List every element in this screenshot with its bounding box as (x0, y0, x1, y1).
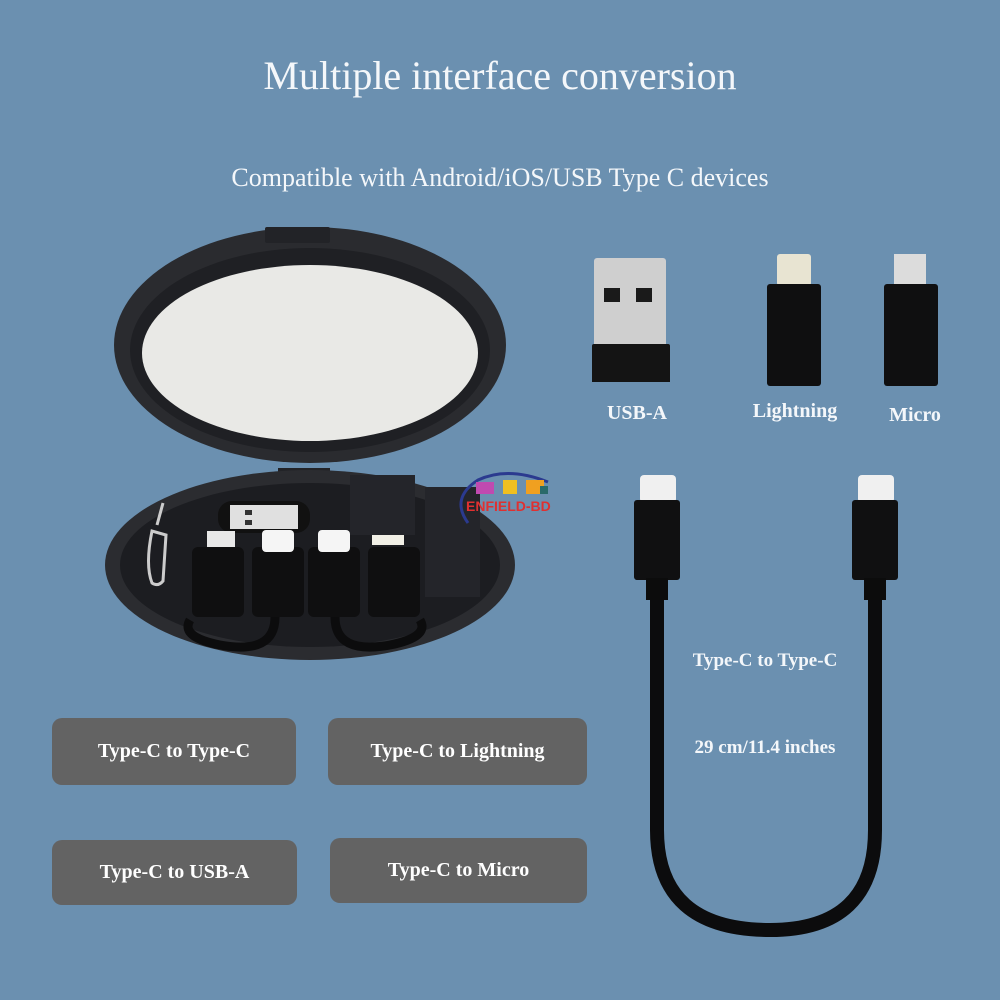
type-c-to-micro-button[interactable]: Type-C to Micro (330, 838, 587, 903)
watermark-text: ENFIELD-BD (466, 498, 551, 514)
adapter-case-image (105, 227, 515, 660)
cable-type-label: Type-C to Type-C (692, 650, 838, 671)
lightning-adapter-icon (767, 254, 821, 386)
usb-c-cable-icon (634, 475, 898, 938)
micro-usb-adapter-icon (884, 254, 938, 386)
adapter-label-lightning: Lightning (752, 400, 838, 422)
adapter-label-micro: Micro (889, 404, 941, 426)
store-logo-icon (459, 471, 549, 524)
type-c-to-type-c-button[interactable]: Type-C to Type-C (52, 718, 296, 785)
watermark-logo: ENFIELD-BD (448, 468, 558, 528)
type-c-to-lightning-button[interactable]: Type-C to Lightning (328, 718, 587, 785)
page-title: Multiple interface conversion (263, 53, 737, 98)
cable-length-label: 29 cm/11.4 inches (694, 737, 836, 758)
type-c-to-usb-a-button[interactable]: Type-C to USB-A (52, 840, 297, 905)
page-subtitle: Compatible with Android/iOS/USB Type C d… (231, 163, 769, 192)
adapter-label-usb-a: USB-A (606, 402, 667, 424)
usb-a-adapter-icon (592, 258, 670, 382)
